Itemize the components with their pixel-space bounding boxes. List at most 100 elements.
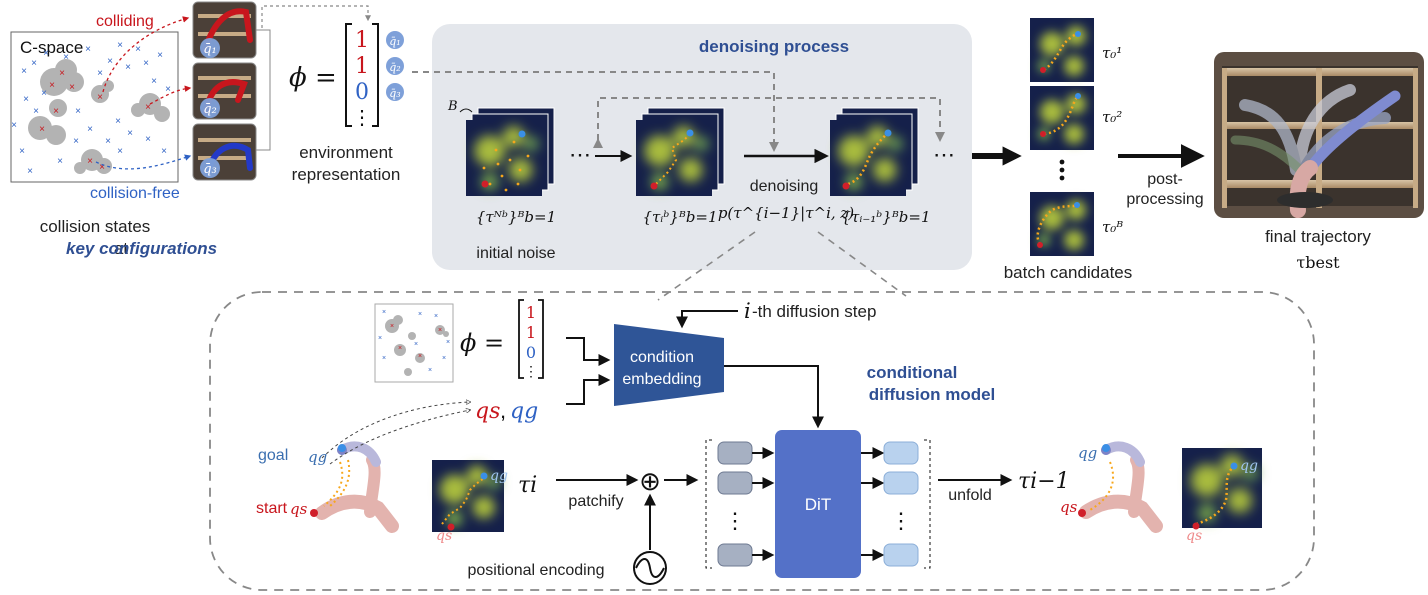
env-q3: q̄₃ xyxy=(389,87,400,100)
env-vec-1: 1 xyxy=(355,54,369,79)
final-trajectory-render: final trajectory τbest xyxy=(1214,52,1424,272)
path-step-i-minus-1 xyxy=(847,132,889,186)
mini-free-sample: × xyxy=(434,313,438,320)
free-sample: × xyxy=(151,76,157,87)
free-sample: × xyxy=(11,120,17,131)
batch-candidates: τ₀¹ τ₀² τ₀ᴮ batch candidates xyxy=(1004,18,1133,282)
model-title-2: diffusion model xyxy=(869,385,996,404)
model-panel: ××××××××××××× ϕ = 1 1 0 ⋮ qs , qg condit… xyxy=(209,291,1315,591)
free-sample: × xyxy=(19,146,25,157)
mini-colliding-sample: × xyxy=(398,345,402,352)
colliding-sample: × xyxy=(145,102,151,113)
free-sample: × xyxy=(117,40,123,51)
goal-label: goal xyxy=(258,447,288,464)
free-sample: × xyxy=(63,52,69,63)
oplus: ⊕ xyxy=(639,466,661,496)
model-vec-0: 1 xyxy=(526,303,536,322)
stack3-math: {τᵢ₋₁ᵇ}ᴮb=1 xyxy=(842,208,931,226)
collision-free-label: collision-free xyxy=(90,185,180,202)
free-sample: × xyxy=(165,84,171,95)
zoom-guide-left xyxy=(657,231,756,301)
post-processing-label-2: processing xyxy=(1126,191,1203,208)
colliding-arrow-1 xyxy=(102,16,190,93)
free-sample: × xyxy=(97,68,103,79)
denoising-panel: denoising process B {τᴺᵇ}ᴮb=1 initial no… xyxy=(412,24,972,270)
robot-qs: qs xyxy=(290,500,308,518)
free-sample: × xyxy=(117,146,123,157)
map-qg-2: qg xyxy=(1240,458,1258,474)
env-q1: q̄₁ xyxy=(389,35,400,48)
free-sample: × xyxy=(73,136,79,147)
mini-cspace: ××××××××××××× xyxy=(374,303,454,383)
env-vec-3: ⋮ xyxy=(352,107,372,129)
colliding-sample: × xyxy=(87,156,93,167)
cond-label-1: condition xyxy=(630,349,694,366)
input-token-1 xyxy=(717,441,753,465)
env-q2: q̄₂ xyxy=(389,61,400,74)
denoising-arrow-label: denoising xyxy=(750,178,819,195)
config-label-1: q̄₁ xyxy=(203,42,217,57)
condition-embedding-block xyxy=(614,324,724,406)
tau-i-label: τi xyxy=(518,473,537,498)
colliding-sample: × xyxy=(99,162,105,173)
colliding-label: colliding xyxy=(96,13,154,30)
env-representation: ϕ = 1 1 0 ⋮ q̄₁ q̄₂ q̄₃ environment repr… xyxy=(289,23,404,184)
config-label-2: q̄₂ xyxy=(203,102,217,117)
robot-thumb-2: q̄₂ xyxy=(192,62,257,120)
free-sample: × xyxy=(31,58,37,69)
free-sample: × xyxy=(43,48,49,59)
batch-symbol: B xyxy=(447,99,458,114)
free-sample: × xyxy=(41,88,47,99)
denoising-title: denoising process xyxy=(699,37,849,56)
free-sample: × xyxy=(135,44,141,55)
env-phi: ϕ = xyxy=(289,63,337,93)
candidate-label-3: τ₀ᴮ xyxy=(1102,218,1123,236)
free-sample: × xyxy=(143,58,149,69)
post-processing-label-1: post- xyxy=(1147,171,1183,188)
map-qs-2: qs xyxy=(1186,528,1202,544)
posenc-label: positional encoding xyxy=(468,562,605,579)
robot-arm-start: goal qg start qs xyxy=(256,441,399,533)
qs-comma: , xyxy=(500,398,506,423)
mini-colliding-sample: × xyxy=(438,327,442,334)
model-vec-2: 0 xyxy=(526,343,536,362)
thumb-bracket xyxy=(256,29,271,151)
final-caption-1: final trajectory xyxy=(1265,227,1371,246)
thumb-to-env-arrow xyxy=(261,5,371,28)
q-to-cond-arrow xyxy=(566,374,611,405)
robot-thumb-3: q̄₃ xyxy=(192,123,257,181)
key-config-thumbnails: q̄₁ q̄₂ q̄₃ xyxy=(192,1,371,181)
env-caption-1: environment xyxy=(299,143,393,162)
cspace-caption-2a: at xyxy=(114,239,128,258)
mini-free-sample: × xyxy=(428,367,432,374)
output-token-n xyxy=(883,543,919,567)
robot-thumb-1: q̄₁ xyxy=(192,1,257,59)
free-sample: × xyxy=(115,116,121,127)
ellipsis-2: ⋯ xyxy=(933,142,955,167)
colliding-sample: × xyxy=(59,68,65,79)
qs-label: qs xyxy=(475,399,500,424)
model-vec-1: 1 xyxy=(526,323,536,342)
stack1-label: initial noise xyxy=(476,245,555,262)
candidate-label-2: τ₀² xyxy=(1102,108,1122,126)
mini-free-sample: × xyxy=(382,309,386,316)
cspace-title: C-space xyxy=(20,38,83,57)
tau-i-map: qg qs xyxy=(432,460,508,544)
dit-block xyxy=(775,430,861,578)
model-phi: ϕ = xyxy=(460,329,504,357)
free-sample: × xyxy=(107,56,113,67)
mini-free-sample: × xyxy=(442,355,446,362)
result-qs: qs xyxy=(1060,498,1078,516)
env-bracket-right xyxy=(372,23,379,127)
colliding-sample: × xyxy=(39,124,45,135)
step-arrow xyxy=(676,310,738,329)
input-token-vdots: ⋮ xyxy=(724,508,746,533)
robot-qg: qg xyxy=(308,448,327,466)
free-sample: × xyxy=(87,124,93,135)
free-sample: × xyxy=(21,66,27,77)
free-sample: × xyxy=(145,134,151,145)
env-vec-2: 0 xyxy=(355,80,369,105)
start-label: start xyxy=(256,500,288,517)
candidates-caption: batch candidates xyxy=(1004,263,1133,282)
